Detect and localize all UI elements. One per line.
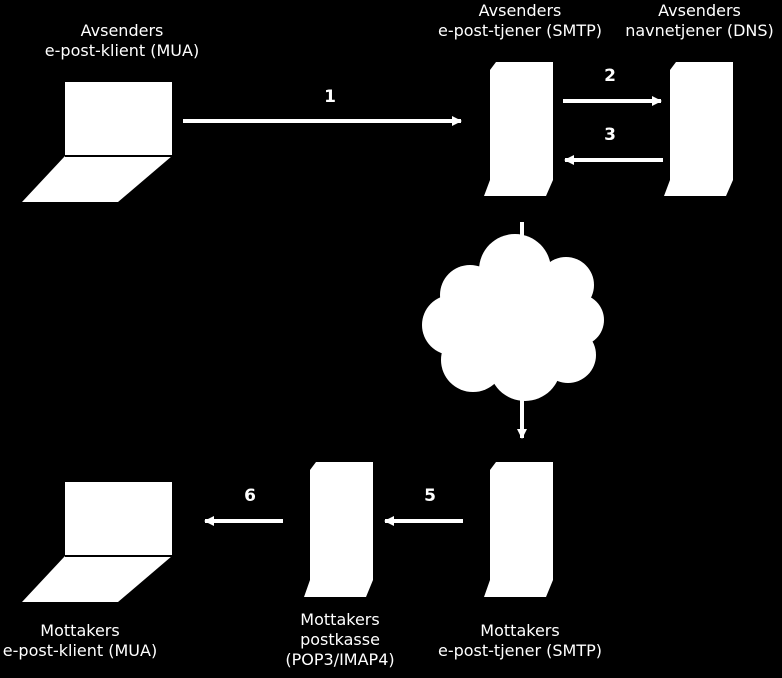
step-3-label: 3 bbox=[604, 125, 616, 145]
sender-client-label: Avsenders e-post-klient (MUA) bbox=[44, 21, 200, 60]
dns-server-icon bbox=[664, 62, 733, 196]
receiver-client-label: Mottakers e-post-klient (MUA) bbox=[2, 621, 158, 660]
sender-server-icon bbox=[484, 62, 553, 196]
step-1-label: 1 bbox=[324, 87, 336, 107]
sender-dns-label: Avsenders navnetjener (DNS) bbox=[625, 1, 774, 40]
sender-server-label: Avsenders e-post-tjener (SMTP) bbox=[437, 1, 603, 40]
step-6-label: 6 bbox=[244, 486, 256, 506]
sender-laptop-icon bbox=[22, 82, 172, 202]
mailbox-server-icon bbox=[304, 462, 373, 597]
receiver-mailbox-label: Mottakers postkasse (POP3/IMAP4) bbox=[285, 610, 395, 669]
step-2-label: 2 bbox=[604, 66, 616, 86]
step-5-label: 5 bbox=[424, 486, 436, 506]
receiver-server-icon bbox=[484, 462, 553, 597]
receiver-laptop-icon bbox=[22, 482, 172, 602]
receiver-server-label: Mottakers e-post-tjener (SMTP) bbox=[437, 621, 603, 660]
internet-cloud-icon bbox=[422, 234, 604, 401]
